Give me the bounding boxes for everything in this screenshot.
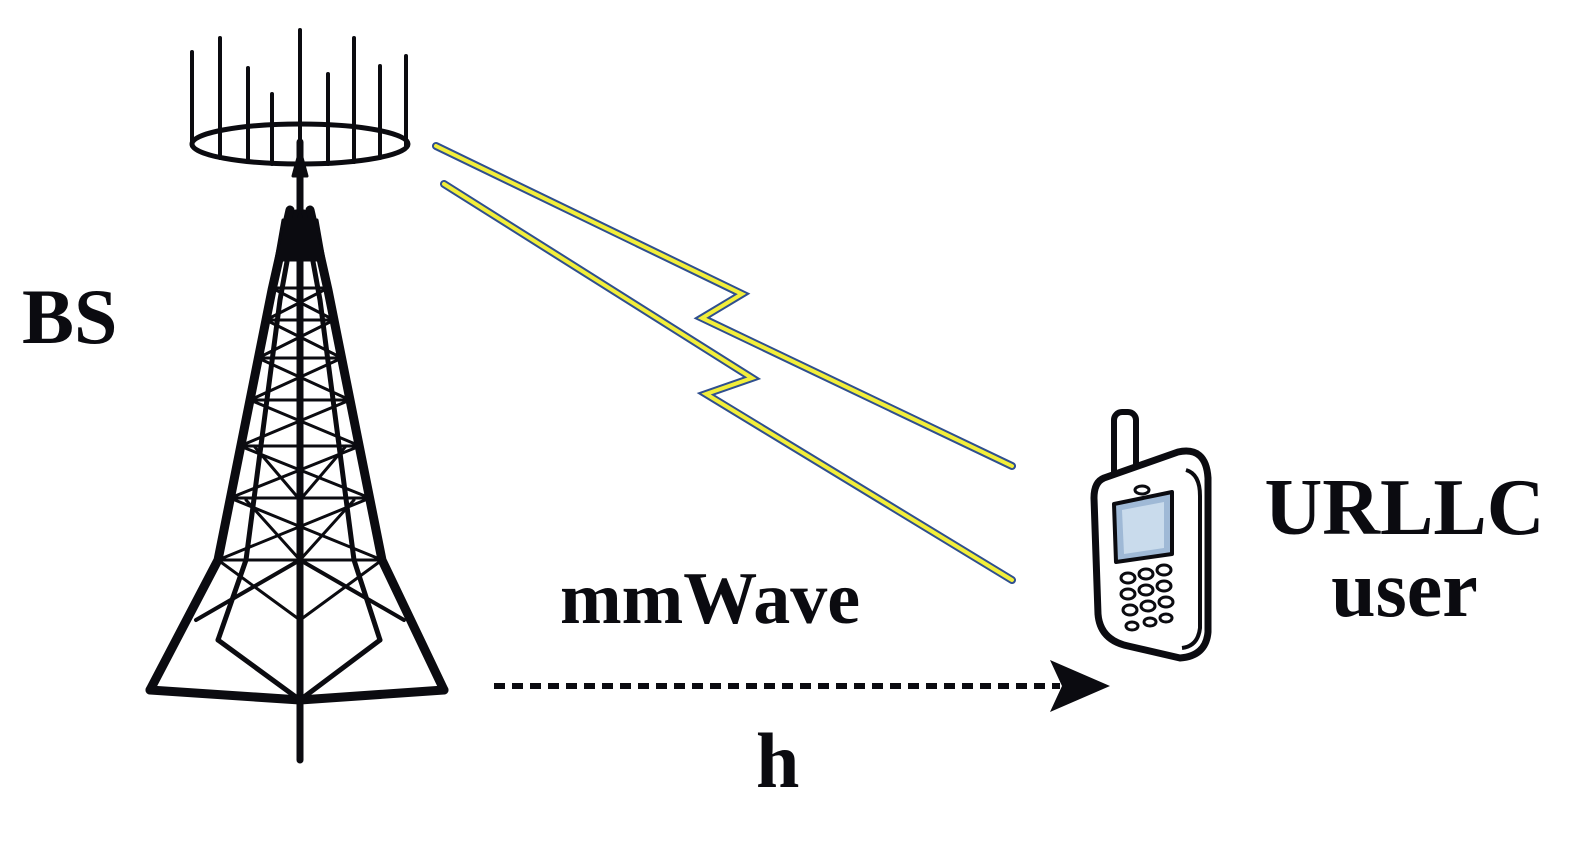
mmwave-link-label: mmWave bbox=[560, 558, 861, 640]
urllc-user-label-line2: user bbox=[1331, 545, 1478, 634]
base-station-label: BS bbox=[22, 273, 118, 360]
dashed-arrow-icon bbox=[494, 660, 1110, 712]
lightning-signal-icon bbox=[432, 142, 1016, 584]
urllc-user-label-line1: URLLC bbox=[1264, 464, 1545, 552]
urllc-user-label: URLLC user bbox=[1262, 464, 1547, 634]
cell-tower-icon bbox=[145, 28, 449, 764]
channel-vector-label: h bbox=[756, 717, 800, 804]
mobile-phone-icon bbox=[1090, 409, 1212, 662]
